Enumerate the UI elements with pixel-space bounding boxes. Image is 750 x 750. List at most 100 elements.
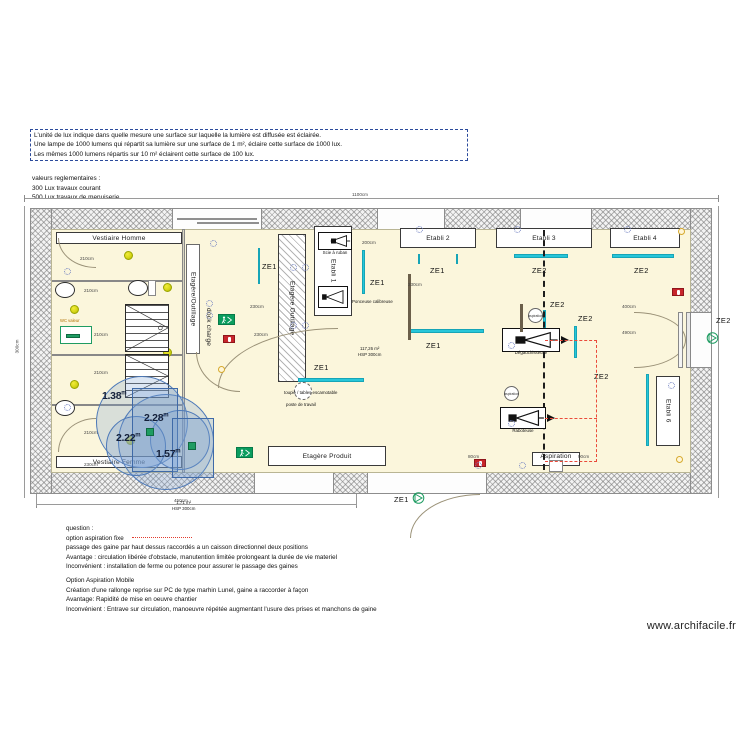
right-dimension-line — [718, 206, 719, 498]
utility-marker — [302, 322, 309, 329]
utility-marker — [290, 264, 297, 271]
annotation-dim-4: 1.57m — [156, 448, 181, 460]
utility-marker — [64, 404, 71, 411]
room-label-dock-charge: dock charge — [205, 307, 212, 347]
zone-bar-ze1-c — [418, 254, 420, 264]
machine-caption-ponceuse: Ponceuse calibreuse — [352, 299, 393, 304]
interior-dim: 230cm — [250, 304, 264, 309]
interior-dim: 210cm — [80, 256, 94, 261]
fire-extinguisher-1 — [223, 335, 235, 343]
utility-marker — [508, 342, 515, 349]
annotation-rect-2 — [172, 418, 214, 478]
left-dimension-line — [24, 206, 25, 498]
architectural-floor-plan: 1100cm 300cm Vestiaire Homme Vestiaire F… — [14, 192, 730, 538]
interior-dim: 210cm — [94, 370, 108, 375]
toilet-tank — [148, 280, 156, 296]
sink-fixture — [55, 282, 75, 298]
area-value-vestiaire: 1,71 m² — [176, 500, 192, 505]
window-opening-top-3 — [520, 208, 592, 230]
zone-label-ze1-c: ZE1 — [430, 266, 445, 275]
annotation-dim-4-value: 1.57 — [156, 448, 176, 460]
utility-marker — [210, 240, 217, 247]
lux-note-line-1: L'unité de lux indique dans quelle mesur… — [34, 132, 322, 139]
machine-raboteuse — [500, 407, 555, 429]
machine-symbol — [330, 235, 351, 247]
area-value-atelier: 117,26 m² — [359, 346, 380, 351]
room-label-etagere-produit: Etagère Produit — [268, 446, 386, 466]
zone-label-ze2-e: ZE2 — [594, 372, 609, 381]
area-hsp-atelier: HSP 300cm — [358, 351, 382, 357]
question-line-5: Inconvénient : installation de ferme ou … — [66, 563, 298, 571]
annotation-dim-2-value: 2.28 — [144, 412, 164, 424]
utility-marker — [206, 300, 213, 307]
right-dimension-label: 300cm — [14, 339, 20, 354]
toilet-fixture — [128, 280, 148, 296]
area-hsp-vestiaire: HSP 300cm — [172, 505, 196, 511]
machine-caption-1: Scie à ruban — [322, 250, 348, 255]
annotation-green-chip-1 — [146, 428, 154, 436]
zone-label-ze2-c: ZE2 — [550, 300, 565, 309]
interior-dim: 400cm — [622, 304, 636, 309]
zone-label-ze1-a: ZE1 — [262, 262, 277, 271]
annotation-dim-2-unit: m — [163, 412, 169, 419]
mobile-line-1: Option Aspiration Mobile — [66, 577, 135, 584]
zone-label-ze2-a: ZE2 — [532, 266, 547, 275]
bottom-dimension-line — [36, 504, 356, 505]
workbench-etabli-2: Etabli 2 — [400, 228, 476, 248]
machine-nozzle — [331, 238, 336, 244]
lux-note-line-3: Les mêmes 1000 lumens répartis sur 10 m²… — [34, 150, 255, 158]
partition-wall-vestiaire-mid — [52, 280, 183, 282]
dim-tick — [718, 195, 719, 202]
utility-marker — [475, 462, 482, 469]
partition-wall-vestiaire-mid2 — [52, 354, 183, 356]
mobile-line-2: Création d'une rallonge reprise sur PC d… — [66, 586, 309, 594]
workbench-etabli-4: Etabli 4 — [610, 228, 680, 248]
fire-extinguisher-glyph-2 — [676, 289, 680, 295]
aspiration-port-label-2: aspiration — [504, 391, 519, 396]
emergency-exit-sign-2 — [236, 447, 253, 458]
mobile-option-note-block: Option Aspiration Mobile Création d'une … — [66, 576, 377, 614]
zone-bar-ze2-a — [514, 254, 568, 258]
question-line-4: Avantage : circulation libérée d'obstacl… — [66, 553, 337, 561]
door-leaf-right-2 — [678, 312, 683, 368]
interior-dim: 210cm — [84, 288, 98, 293]
annotation-dim-3-unit: m — [135, 432, 141, 439]
machine-caption-3: Raboteuse — [512, 428, 534, 433]
site-watermark: www.archifacile.fr — [646, 620, 736, 632]
duct-legend-line — [131, 536, 192, 538]
interior-dim: 210cm — [84, 430, 98, 435]
interior-dim: 80cm — [468, 454, 480, 459]
zone-label-ze1-exit: ZE1 — [394, 495, 409, 504]
exterior-wall-left — [30, 208, 52, 494]
interior-dim: 90cm — [578, 454, 590, 459]
interior-dim: 210cm — [94, 332, 108, 337]
zone-bar-ze2-e — [646, 374, 649, 446]
fire-extinguisher-glyph-1 — [227, 336, 231, 342]
dim-tick — [24, 195, 25, 202]
machine-symbol-2 — [322, 289, 344, 305]
zone-label-ze2-f: ZE2 — [716, 316, 731, 325]
machine-caption-escamotable: toupie / tables escamotable — [284, 390, 338, 395]
utility-marker — [519, 462, 526, 469]
light-fixture — [70, 380, 79, 389]
fire-extinguisher-2 — [672, 288, 684, 296]
zone-label-ze1-b: ZE1 — [370, 278, 385, 287]
window-opening-bottom-1 — [254, 472, 334, 494]
aspiration-unit — [549, 460, 563, 472]
annotation-rect-1 — [132, 388, 178, 472]
bottom-dimension-label: 450cm — [174, 498, 188, 503]
machine-toupie — [294, 382, 312, 400]
zone-label-ze1-d: ZE1 — [426, 341, 441, 350]
interior-dim: 490cm — [622, 330, 636, 335]
stair-direction-arrows — [126, 305, 168, 351]
window-opening-bottom-2 — [367, 472, 487, 494]
zone-label-ze2-b: ZE2 — [634, 266, 649, 275]
annotation-dim-1-unit: m — [121, 390, 127, 397]
wc-valeur-bar — [66, 334, 80, 338]
area-label-vestiaire: 1,71 m² HSP 300cm — [172, 500, 195, 511]
light-fixture — [163, 283, 172, 292]
window-sash — [197, 222, 259, 224]
bottom-dim-extension-left — [36, 494, 37, 506]
interior-dim: 230cm — [408, 282, 422, 287]
mobile-line-3: Avantage: Rapidité de mise en oeuvre cha… — [66, 596, 197, 604]
